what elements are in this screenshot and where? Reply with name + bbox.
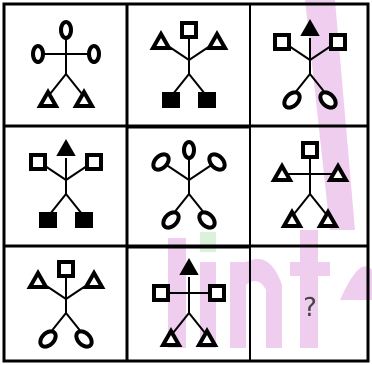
left-triangle-shape xyxy=(153,34,169,48)
leg-line xyxy=(173,194,205,214)
left-square-shape xyxy=(31,155,45,169)
right-circle-shape xyxy=(89,46,99,62)
puzzle-cells xyxy=(30,21,346,350)
leg-line xyxy=(50,74,82,94)
left-square-shape xyxy=(154,286,168,300)
bottom-right-filled-square-shape xyxy=(76,213,92,227)
left-triangle-shape xyxy=(274,166,290,180)
top-square-shape xyxy=(59,262,73,276)
figure-r2c1 xyxy=(31,141,101,227)
bottom-right-filled-square-shape xyxy=(199,93,215,107)
figure-r3c1 xyxy=(30,262,102,350)
bottom-left-triangle-shape xyxy=(284,212,300,226)
top-square-shape xyxy=(182,23,196,37)
bottom-left-ellipse-shape xyxy=(281,89,302,110)
bottom-left-triangle-shape xyxy=(40,92,56,106)
top-square-shape xyxy=(303,143,317,157)
right-triangle-shape xyxy=(86,273,102,287)
missing-answer-placeholder: ? xyxy=(303,293,317,323)
bottom-left-ellipse-shape xyxy=(160,209,181,230)
top-circle-shape xyxy=(61,22,71,38)
right-square-shape xyxy=(210,286,224,300)
figure-r1c2 xyxy=(153,23,225,107)
leg-line xyxy=(50,194,82,214)
top-filled-triangle-shape xyxy=(58,141,74,155)
right-ellipse-shape xyxy=(206,151,227,172)
figure-r2c2 xyxy=(150,142,227,231)
top-circle-shape xyxy=(184,142,194,158)
left-triangle-shape xyxy=(30,273,46,287)
left-circle-shape xyxy=(33,46,43,62)
leg-line xyxy=(294,194,326,214)
bottom-left-filled-square-shape xyxy=(163,93,179,107)
bottom-left-ellipse-shape xyxy=(37,328,58,349)
leg-line xyxy=(50,313,82,333)
figure-r1c1 xyxy=(33,22,99,106)
leg-line xyxy=(173,74,205,94)
right-triangle-shape xyxy=(209,34,225,48)
bottom-left-filled-square-shape xyxy=(40,213,56,227)
right-square-shape xyxy=(87,155,101,169)
right-square-shape xyxy=(331,35,345,49)
bottom-right-ellipse-shape xyxy=(73,328,94,349)
left-square-shape xyxy=(275,35,289,49)
bottom-right-ellipse-shape xyxy=(196,209,217,230)
bottom-right-triangle-shape xyxy=(76,92,92,106)
left-ellipse-shape xyxy=(150,151,171,172)
